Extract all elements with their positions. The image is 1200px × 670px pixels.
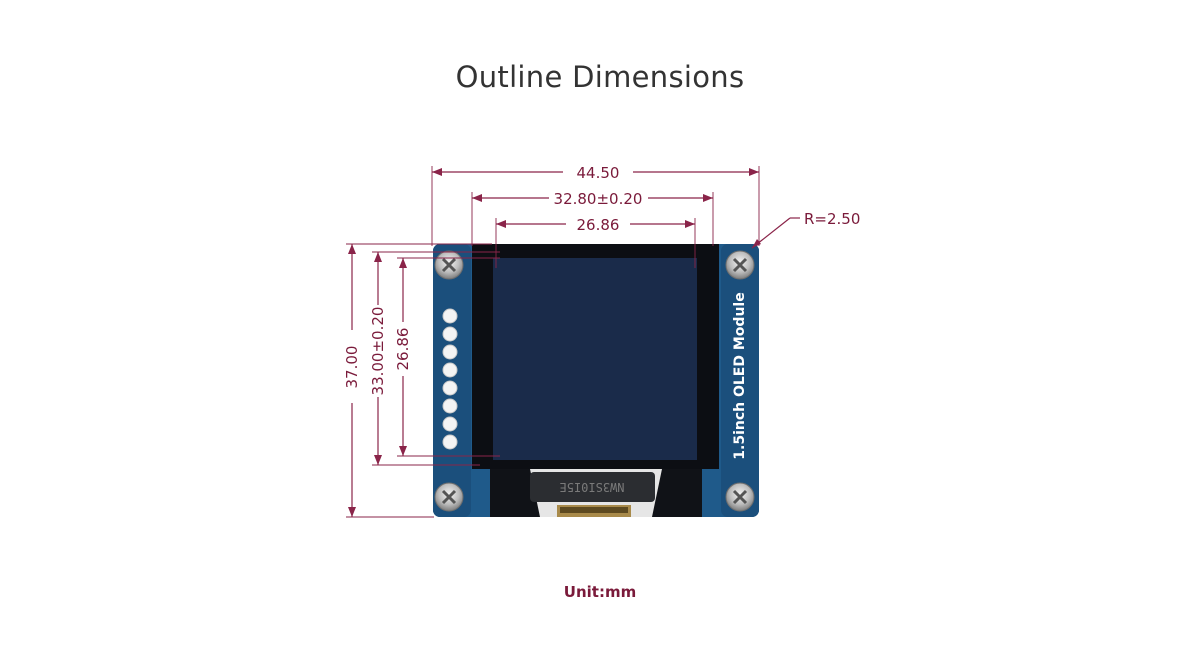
dim-corner-radius: R=2.50 [804, 210, 860, 228]
screw-icon [434, 482, 464, 512]
dim-active-area-width: 26.86 [577, 216, 620, 234]
oled-module: NW3SI0I5E [433, 244, 759, 517]
horizontal-dimensions: 44.50 32.80±0.20 26.86 R=2.50 [431, 164, 860, 268]
screw-icon [434, 250, 464, 280]
vertical-dimensions: 37.00 33.00±0.20 26.86 [343, 243, 500, 518]
dim-overall-height: 37.00 [343, 346, 361, 389]
dim-screen-outline-height: 33.00±0.20 [369, 307, 387, 396]
header-pins [442, 308, 458, 450]
dim-overall-width: 44.50 [577, 164, 620, 182]
page-title: Outline Dimensions [455, 60, 745, 94]
chip-marking: NW3SI0I5E [559, 480, 624, 494]
silkscreen-label: 1.5inch OLED Module [732, 292, 748, 459]
screw-icon [725, 250, 755, 280]
dim-active-area-height: 26.86 [394, 328, 412, 371]
screw-icon [725, 482, 755, 512]
display-active-area [493, 258, 697, 460]
unit-label: Unit:mm [563, 583, 637, 601]
dim-screen-outline-width: 32.80±0.20 [554, 190, 643, 208]
